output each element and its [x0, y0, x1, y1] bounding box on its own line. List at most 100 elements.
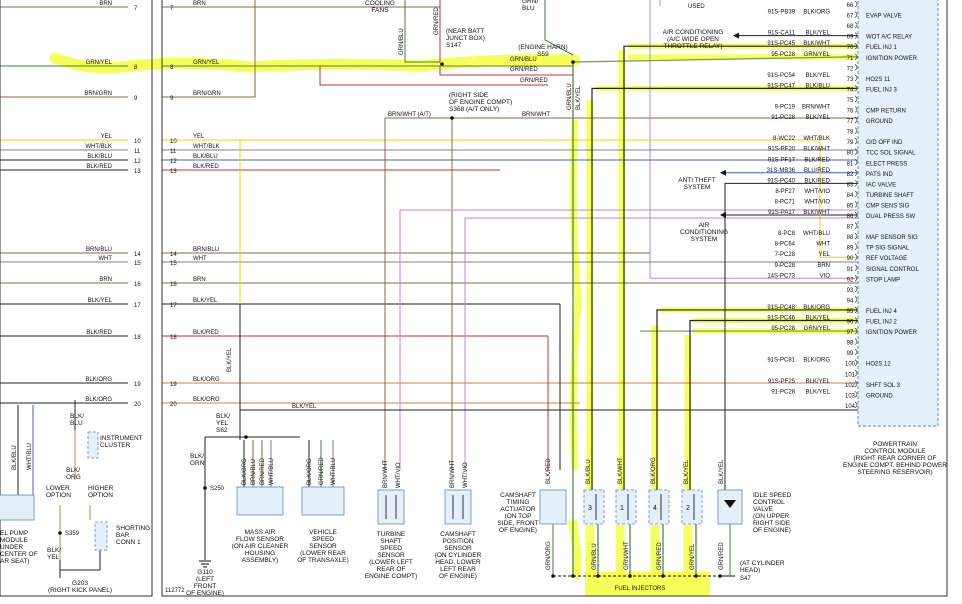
label-line: OF ENGINE) — [499, 527, 537, 534]
pcm-pin-number: 96 — [847, 320, 854, 326]
injector-number: 4 — [653, 505, 657, 512]
pcm-pin-number: 84 — [847, 193, 854, 199]
label-line: ENGINE COMPT) — [365, 573, 417, 580]
label-line: OPTION — [88, 492, 113, 499]
label-line: VALVE — [753, 506, 774, 513]
pcm-pin-circuit: 91S-PC40 — [767, 178, 795, 184]
wire-label: WHT/BLU — [27, 443, 33, 470]
mid-row-pin: 14 — [170, 252, 177, 258]
s62-dot — [244, 435, 248, 439]
pcm-pin-function: IGNITION POWER — [866, 56, 918, 62]
pcm-pin-mark — [854, 285, 858, 293]
label-line: LEFT REAR — [440, 566, 476, 573]
pcm-pin-number: 77 — [847, 119, 854, 125]
label-line: (ON UPPER — [753, 513, 789, 520]
pcm-pin-mark — [854, 369, 858, 377]
mid-row-pin: 19 — [170, 382, 177, 388]
instrument-cluster-box — [87, 431, 99, 459]
maf-sensor-box — [236, 486, 284, 516]
label-line: CAMSHAFT — [440, 531, 476, 538]
wire-label: BRN/WHT (A/T) — [388, 112, 431, 118]
label-line: SENSOR — [377, 552, 405, 559]
pcm-pin-number: 69 — [847, 35, 854, 41]
label-line: OF ENGINE) — [186, 590, 224, 597]
pcm-pin-function: TCC SOL SIGNAL — [866, 151, 916, 157]
label-line: HEAD) — [740, 567, 760, 574]
mid-row-pin: 17 — [170, 303, 177, 309]
wire — [404, 0, 440, 63]
label-line: CONDITIONING — [680, 229, 728, 236]
left-row-pin: 17 — [134, 303, 141, 309]
wire-label: WHT/BLU — [331, 458, 337, 485]
pcm-pin-function: CMP SENS SIG — [866, 203, 910, 209]
wire-label: BLK/RED — [546, 458, 552, 484]
label-line: SYSTEM — [691, 236, 718, 243]
pcm-pin-mark — [854, 232, 858, 240]
wire-label: BLK/GRN — [190, 453, 205, 467]
pcm-pin-circuit: 91S-PF20 — [768, 147, 796, 153]
mid-row-pin: 7 — [170, 6, 174, 12]
pcm-pin-mark — [854, 401, 858, 409]
label-line: THROTTLE RELAY) — [663, 43, 722, 50]
label-line: POWERTRAIN — [873, 441, 917, 448]
pcm-pin-function: MAF SENSOR SIG — [866, 235, 918, 241]
pcm-pin-function: FUEL INJ 2 — [866, 320, 897, 326]
pcm-pin-circuit: 8-WC22 — [773, 136, 796, 142]
bus-dot — [661, 574, 665, 578]
wire-label: BLK/BLU — [70, 413, 84, 427]
pcm-pin-mark — [854, 64, 858, 71]
left-row-pin: 7 — [134, 6, 138, 12]
left-row-color: BLK/ORG — [85, 377, 112, 383]
wire-label: BRN/BLU — [251, 459, 257, 485]
pcm-pin-circuit: 8-PC71 — [775, 199, 796, 205]
idle-speed-valve-box — [717, 489, 743, 525]
pcm-pin-number: 103 — [845, 393, 856, 399]
pcm-pin-function: IAC VALVE — [866, 182, 896, 188]
pcm-pin-function: PATS IND — [866, 172, 893, 178]
label-line: UNDER — [0, 544, 23, 551]
label-line: YEL — [47, 554, 60, 561]
wire-label: BLK/YEL — [576, 85, 582, 110]
pcm-pin-color: BLK/YEL — [806, 379, 831, 385]
pcm-pin-color: WHT — [816, 242, 830, 248]
pcm-pin-mark — [854, 243, 858, 250]
pcm-pin-function: DUAL PRESS SW — [866, 214, 915, 220]
pcm-pin-number: 90 — [847, 256, 854, 262]
label-line: SENSOR — [444, 545, 472, 552]
pcm-pin-mark — [854, 275, 858, 282]
pcm-pin-color: WHT/VIO — [804, 189, 830, 195]
wire-label: BRN/WHT — [383, 460, 389, 488]
coil-icon — [385, 495, 397, 519]
s359-label: S359 — [65, 531, 80, 537]
pcm-pin-color: GRN/YEL — [804, 52, 831, 58]
pcm-pin-color: BLK/YEL — [806, 31, 831, 37]
wire-label: GRN/WHT — [624, 541, 630, 570]
mid-row-color: GRN/YEL — [193, 60, 220, 66]
pcm-pin-mark — [854, 190, 858, 198]
label-line: SHORTING — [116, 525, 150, 532]
wire-label: WHT/VIO — [463, 462, 469, 488]
label-line: (LOWER REAR — [300, 550, 346, 557]
pcm-pin-number: 72 — [847, 66, 854, 72]
mid-row-color: BLK/RED — [193, 164, 219, 170]
pcm-pin-mark — [854, 327, 858, 335]
left-row-color: BRN — [99, 1, 112, 7]
wire-label: GRN/BLU — [522, 0, 538, 12]
figure-id: 112772 — [165, 588, 185, 594]
mid-row-pin: 10 — [170, 139, 177, 145]
pcm-pin-number: 104 — [845, 404, 856, 410]
pcm-pin-function: GROUND — [866, 119, 893, 125]
wire-label: GRN/BLU — [592, 543, 598, 570]
pcm-pin-number: 87 — [847, 225, 854, 231]
